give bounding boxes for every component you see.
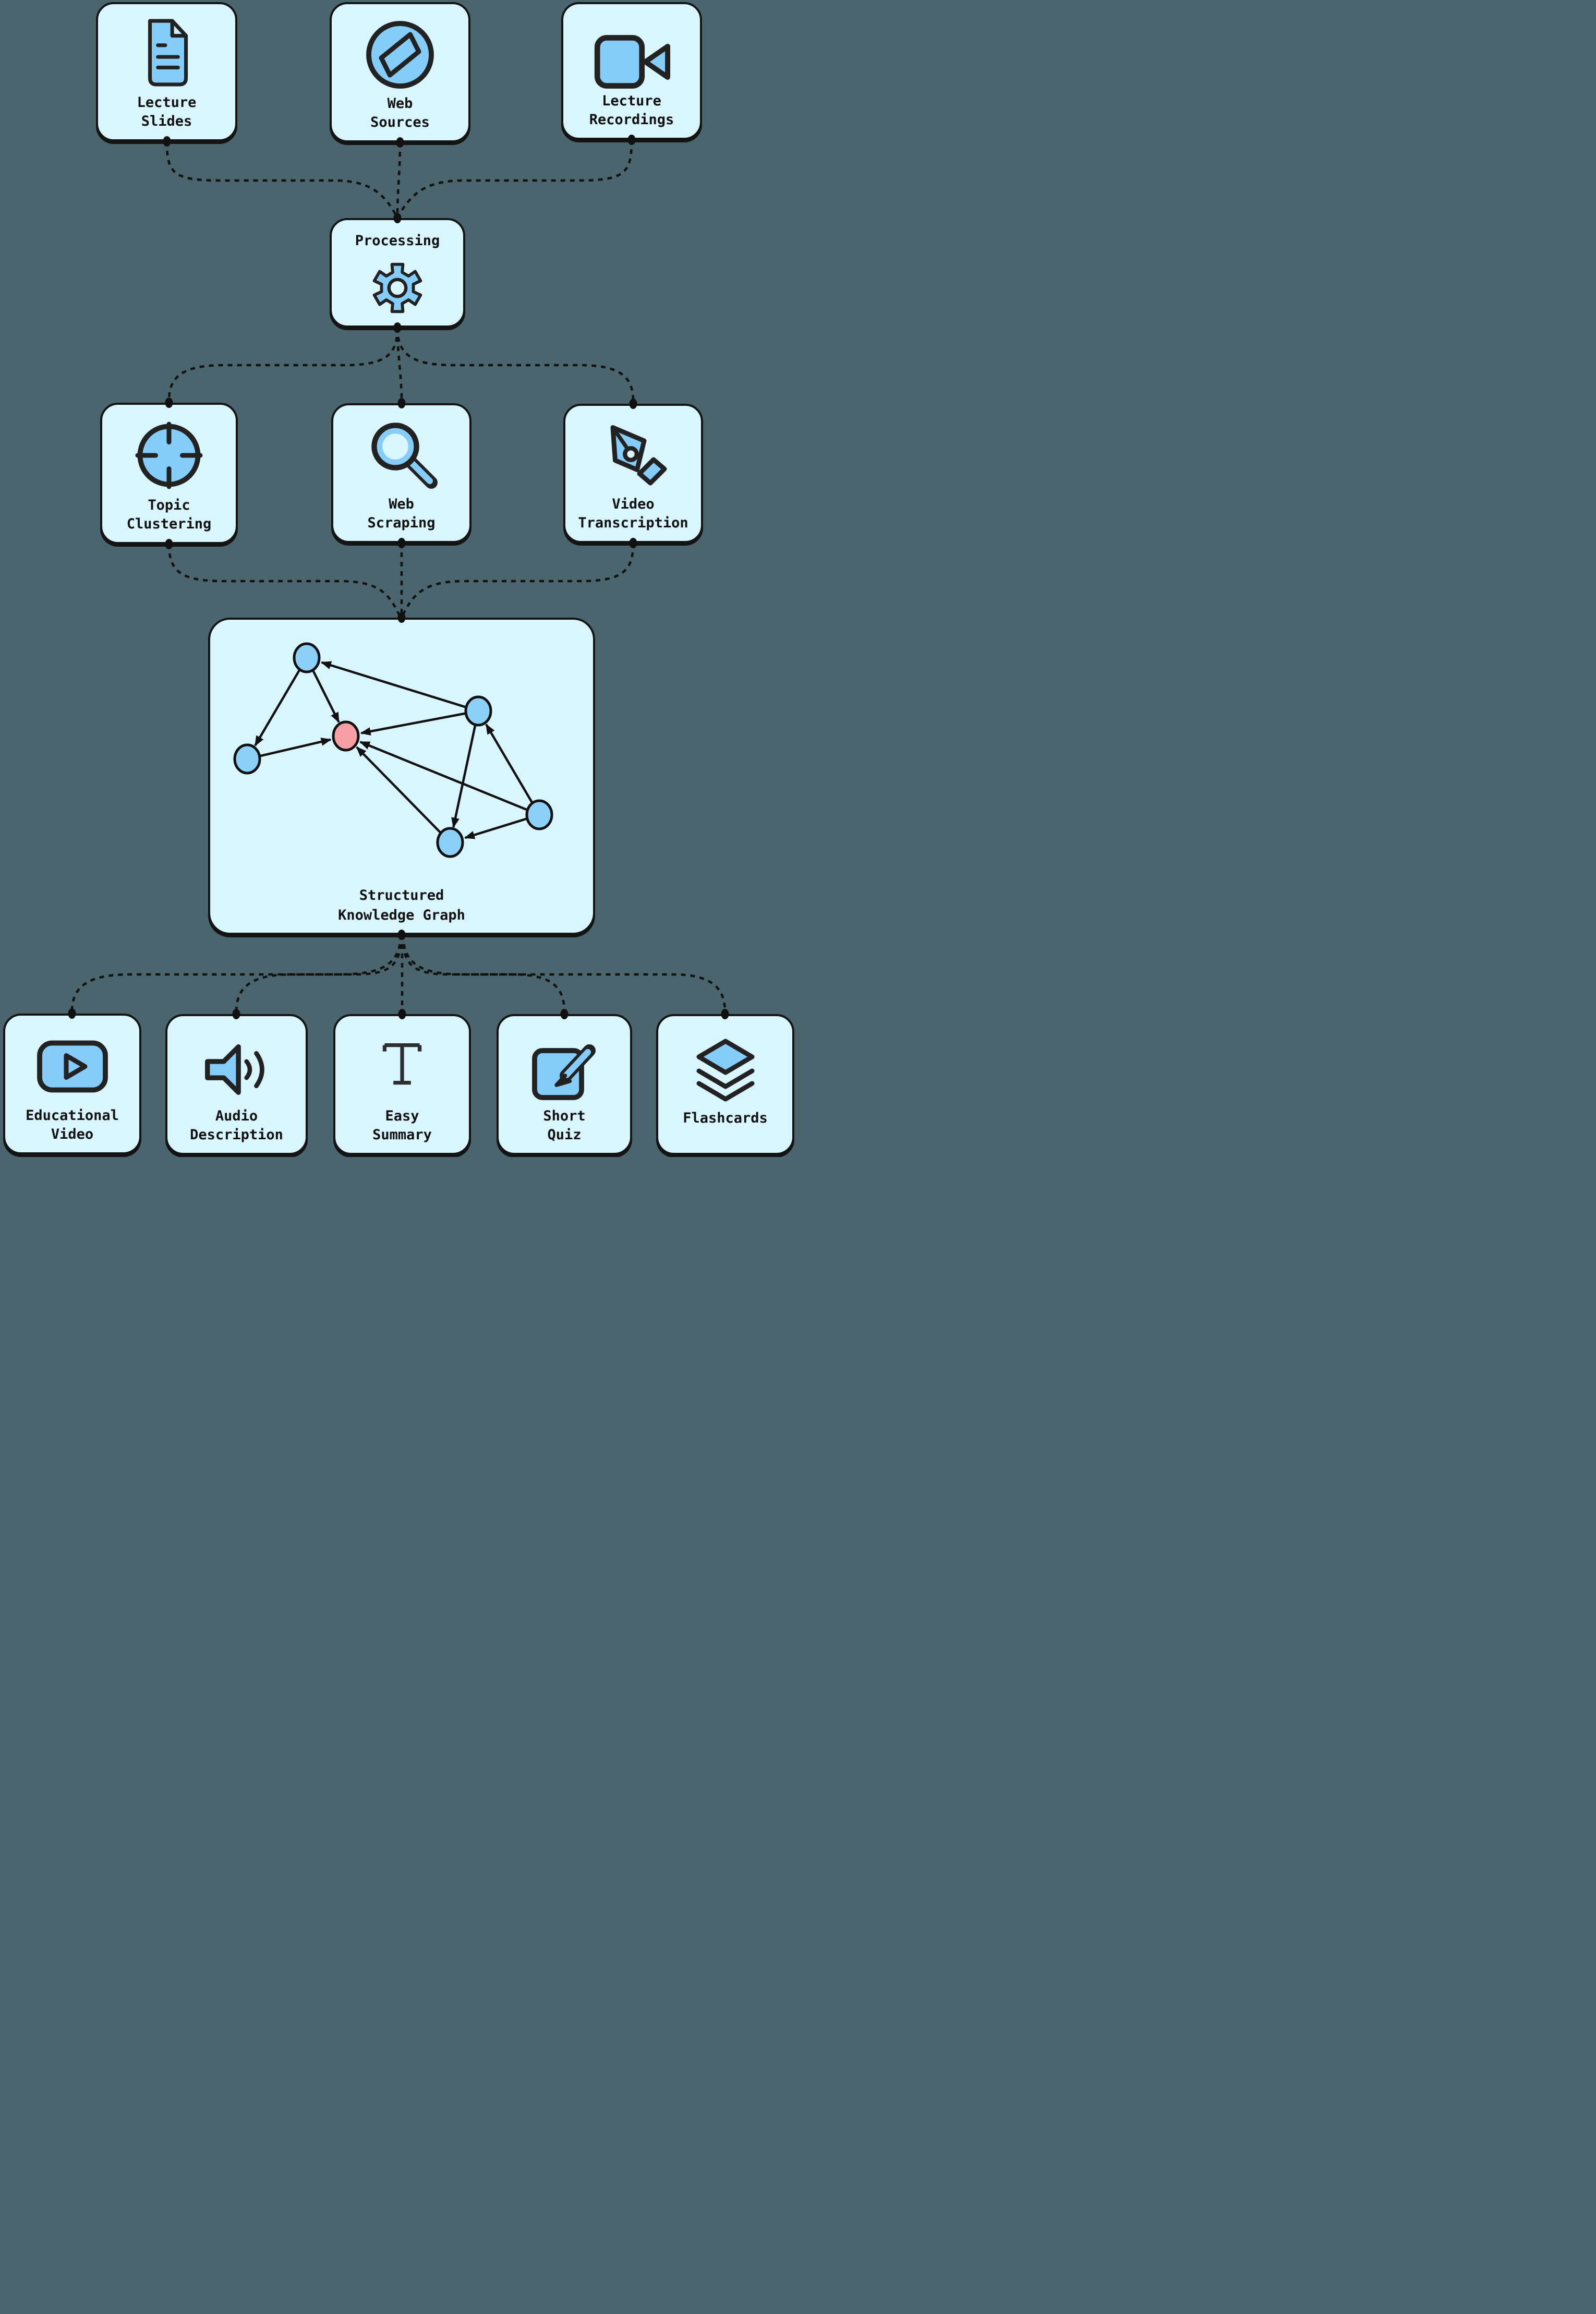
connector (167, 544, 401, 616)
node-label: Flashcards (683, 1110, 768, 1126)
connector (167, 327, 399, 401)
node-processing: Processing (330, 218, 465, 328)
node-lecture-recordings: Lecture Recordings (561, 2, 702, 140)
node-flashcards: Flashcards (656, 1014, 794, 1155)
node-label: Web Sources (370, 95, 430, 130)
connector (235, 934, 403, 1013)
node-knowledge-graph: Structured Knowledge Graph (208, 618, 595, 935)
node-label: Lecture Slides (137, 94, 197, 129)
layers-icon (686, 1032, 765, 1112)
connector (70, 934, 402, 1012)
node-label: Educational Video (26, 1107, 119, 1142)
speaker-icon (195, 1037, 279, 1104)
flowchart-diagram: Lecture Slides Web Sources Lecture Recor… (0, 0, 798, 1157)
node-label: Web Scraping (367, 496, 436, 531)
connector (402, 934, 727, 1013)
node-web-sources: Web Sources (330, 2, 470, 142)
node-lecture-slides: Lecture Slides (96, 2, 237, 141)
connector (396, 327, 403, 402)
gear-icon (367, 258, 428, 320)
node-educational-video: Educational Video (3, 1014, 141, 1154)
node-topic-clustering: Topic Clustering (100, 403, 238, 544)
connector (165, 141, 397, 217)
node-label: Easy Summary (372, 1108, 432, 1143)
node-label: Topic Clustering (126, 497, 212, 532)
node-label: Audio Description (190, 1108, 283, 1143)
text-icon (371, 1034, 433, 1099)
node-short-quiz: Short Quiz (497, 1014, 632, 1155)
pen-nib-icon (594, 417, 672, 498)
node-video-transcription: Video Transcription (563, 404, 703, 543)
node-label: Video Transcription (578, 496, 688, 531)
document-icon (140, 18, 194, 90)
node-label: Lecture Recordings (589, 93, 674, 128)
target-icon (130, 416, 208, 497)
connector (397, 139, 633, 217)
connector (396, 142, 402, 216)
edit-icon (525, 1032, 603, 1112)
node-label: Short Quiz (543, 1108, 586, 1143)
play-video-icon (33, 1037, 112, 1099)
node-easy-summary: Easy Summary (333, 1014, 471, 1155)
node-label: Structured Knowledge Graph (338, 887, 465, 923)
video-camera-icon (589, 29, 675, 97)
connector-layer (68, 135, 729, 1019)
node-label: Processing (355, 233, 440, 249)
connector (401, 543, 635, 616)
connector (401, 934, 566, 1013)
compass-icon (361, 16, 439, 96)
node-audio-description: Audio Description (165, 1014, 308, 1155)
node-web-scraping: Web Scraping (331, 403, 471, 543)
connector (396, 327, 635, 402)
magnifier-icon (362, 417, 441, 497)
